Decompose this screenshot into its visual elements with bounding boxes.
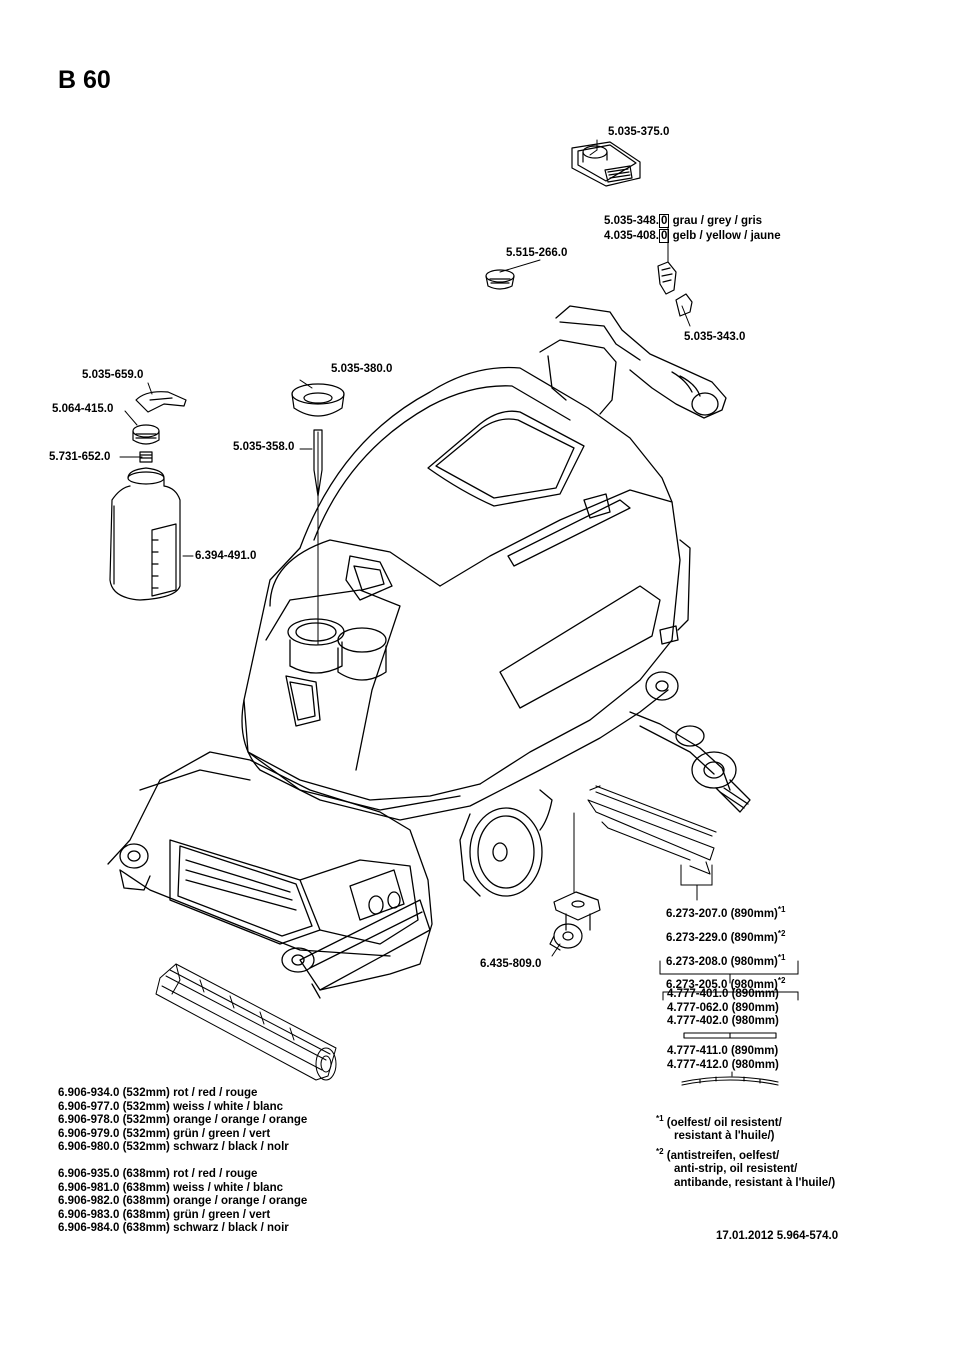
roller-brush (156, 964, 336, 1080)
part-label-key-grey: 5.035-348.0 grau / grey / gris (604, 214, 763, 228)
list-item: 6.906-978.0 (532mm) orange / orange / or… (58, 1114, 308, 1127)
part-label-valve: 5.731-652.0 (49, 451, 111, 463)
list-item: 6.906-981.0 (638mm) weiss / white / blan… (58, 1181, 283, 1194)
part-color: gelb / yellow / jaune (672, 230, 781, 242)
part-label-bottle: 6.394-491.0 (195, 550, 257, 562)
part-label-cap: 5.035-380.0 (331, 363, 393, 375)
list-item: 6.906-979.0 (532mm) grün / green / vert (58, 1127, 271, 1140)
list-item: 6.273-229.0 (890mm)*2 (666, 928, 786, 944)
footnote-mark: *1 (656, 1114, 664, 1123)
brush-list-532: 6.906-934.0 (532mm) rot / red / rouge 6.… (58, 1087, 307, 1155)
lid-part (572, 142, 640, 186)
list-item: 6.906-934.0 (532mm) rot / red / rouge (58, 1087, 258, 1099)
squeegee-list: 6.273-207.0 (890mm)*1 6.273-229.0 (890mm… (666, 900, 785, 995)
list-item: 6.273-207.0 (890mm)*1 (666, 905, 786, 920)
list-item: 6.906-977.0 (532mm) weiss / white / blan… (58, 1100, 283, 1113)
footnote-text: antibande, resistant à l'huile/) (674, 1177, 836, 1190)
footer-doc-id: 17.01.2012 5.964-574.0 (716, 1230, 839, 1242)
caster-wheel (550, 892, 600, 950)
part-number: 5.035-348. (604, 215, 659, 227)
list-item: 6.906-983.0 (638mm) grün / green / vert (58, 1208, 271, 1221)
list-item: 6.906-984.0 (638mm) schwarz / black / no… (58, 1222, 289, 1235)
list-item: 4.777-401.0 (890mm) (667, 988, 779, 1000)
part-color: grau / grey / gris (672, 215, 763, 227)
footnote-2: *2 (antistreifen, oelfest/ anti-strip, o… (656, 1145, 835, 1191)
brush-list-638: 6.906-935.0 (638mm) rot / red / rouge 6.… (58, 1168, 307, 1236)
variant-box: 0 (659, 229, 670, 243)
machine-body (108, 306, 750, 998)
list-item: 6.906-982.0 (638mm) orange / orange / or… (58, 1195, 308, 1208)
key-parts (658, 262, 692, 316)
squeegee-blades (588, 786, 716, 874)
list-item: 6.906-980.0 (532mm) schwarz / black / no… (58, 1141, 289, 1154)
list-item: 4.777-402.0 (980mm) (667, 1015, 779, 1028)
part-label-bottle-handle: 5.035-659.0 (82, 369, 144, 381)
cap-and-probe (292, 384, 344, 496)
footnote-text: (antistreifen, oelfest/ (666, 1149, 780, 1162)
list-item: 4.777-062.0 (890mm) (667, 1001, 779, 1014)
variant-box: 0 (659, 214, 670, 228)
leader-lines (120, 140, 798, 1076)
list-item: 6.273-205.0 (980mm)*2 (666, 976, 786, 992)
footnote-text: resistant à l'huile/) (674, 1130, 775, 1143)
footnote-mark: *2 (656, 1147, 664, 1156)
part-number: 4.035-408. (604, 230, 659, 242)
part-label-caster: 6.435-809.0 (480, 958, 542, 970)
part-label-key-yellow: 4.035-408.0 gelb / yellow / jaune (604, 229, 781, 243)
footnote-1: *1 (oelfest/ oil resistent/ resistant à … (656, 1112, 782, 1144)
footnote-text: anti-strip, oil resistent/ (674, 1163, 798, 1176)
list-item: 6.273-208.0 (980mm)*1 (666, 952, 786, 968)
part-label-lid: 5.035-375.0 (608, 126, 670, 138)
filter-cap (486, 270, 514, 289)
list-item: 4.777-412.0 (980mm) (667, 1058, 779, 1071)
footnote-text: (oelfest/ oil resistent/ (666, 1116, 782, 1129)
blade-list-a: 4.777-401.0 (890mm) 4.777-062.0 (890mm) … (667, 988, 779, 1029)
part-label-key-holder: 5.035-343.0 (684, 331, 746, 343)
part-label-bottle-cap: 5.064-415.0 (52, 403, 114, 415)
part-label-filter: 5.515-266.0 (506, 247, 568, 259)
part-label-probe: 5.035-358.0 (233, 441, 295, 453)
detergent-bottle (110, 392, 186, 600)
blade-list-b: 4.777-411.0 (890mm) 4.777-412.0 (980mm) (667, 1045, 779, 1072)
list-item: 6.906-935.0 (638mm) rot / red / rouge (58, 1168, 258, 1180)
list-item: 4.777-411.0 (890mm) (667, 1045, 779, 1057)
blade-strips (682, 1033, 778, 1085)
page-title: B 60 (58, 66, 111, 94)
